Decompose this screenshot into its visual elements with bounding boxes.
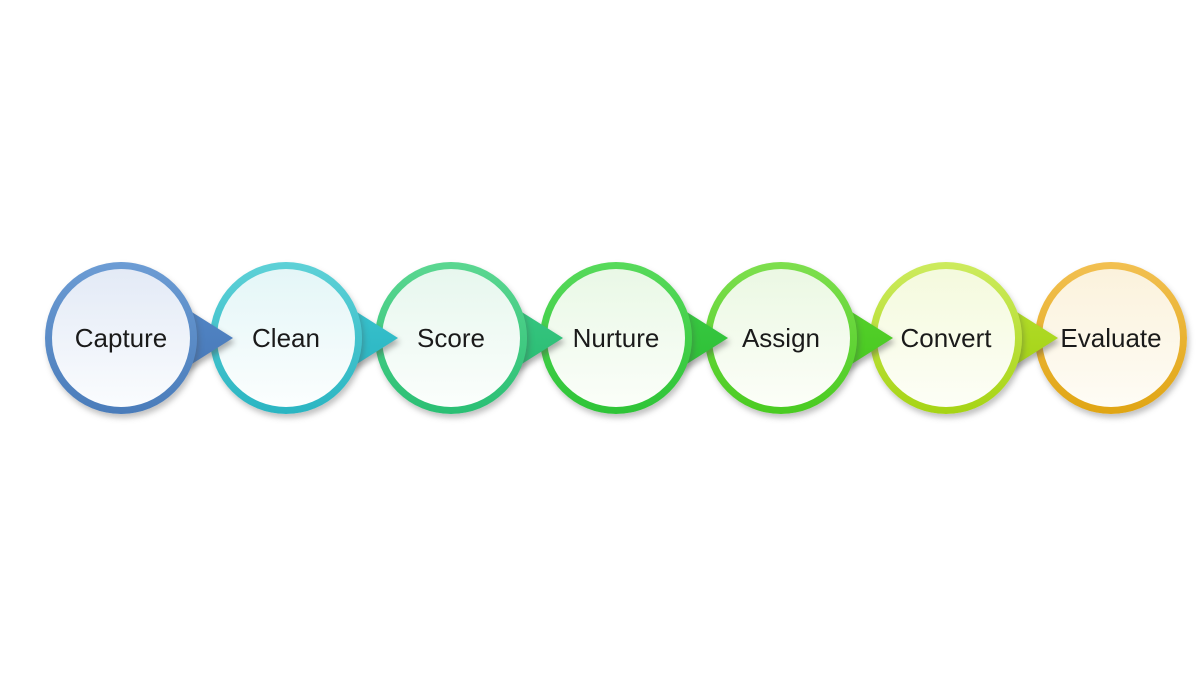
stage-circle-fill: Score bbox=[382, 269, 520, 407]
stage-circle-fill: Capture bbox=[52, 269, 190, 407]
stage-circle: Nurture bbox=[540, 262, 692, 414]
stage-circle-fill: Convert bbox=[877, 269, 1015, 407]
stage-circle: Assign bbox=[705, 262, 857, 414]
stage-label: Nurture bbox=[572, 323, 660, 353]
stage-label: Score bbox=[417, 323, 485, 353]
stage-label: Clean bbox=[252, 323, 320, 353]
stage-circle: Score bbox=[375, 262, 527, 414]
stage-circle-fill: Nurture bbox=[547, 269, 685, 407]
stage-label: Evaluate bbox=[1060, 323, 1162, 353]
stage-circle: Clean bbox=[210, 262, 362, 414]
stage-label: Assign bbox=[741, 323, 821, 353]
stage-circle: Capture bbox=[45, 262, 197, 414]
stage-circle-fill: Evaluate bbox=[1042, 269, 1180, 407]
stage-circle: Convert bbox=[870, 262, 1022, 414]
stage-circle: Evaluate bbox=[1035, 262, 1187, 414]
stage-circle-fill: Clean bbox=[217, 269, 355, 407]
stage-label: Capture bbox=[74, 323, 168, 353]
stage-circle-fill: Assign bbox=[712, 269, 850, 407]
stage-label: Convert bbox=[900, 323, 992, 353]
